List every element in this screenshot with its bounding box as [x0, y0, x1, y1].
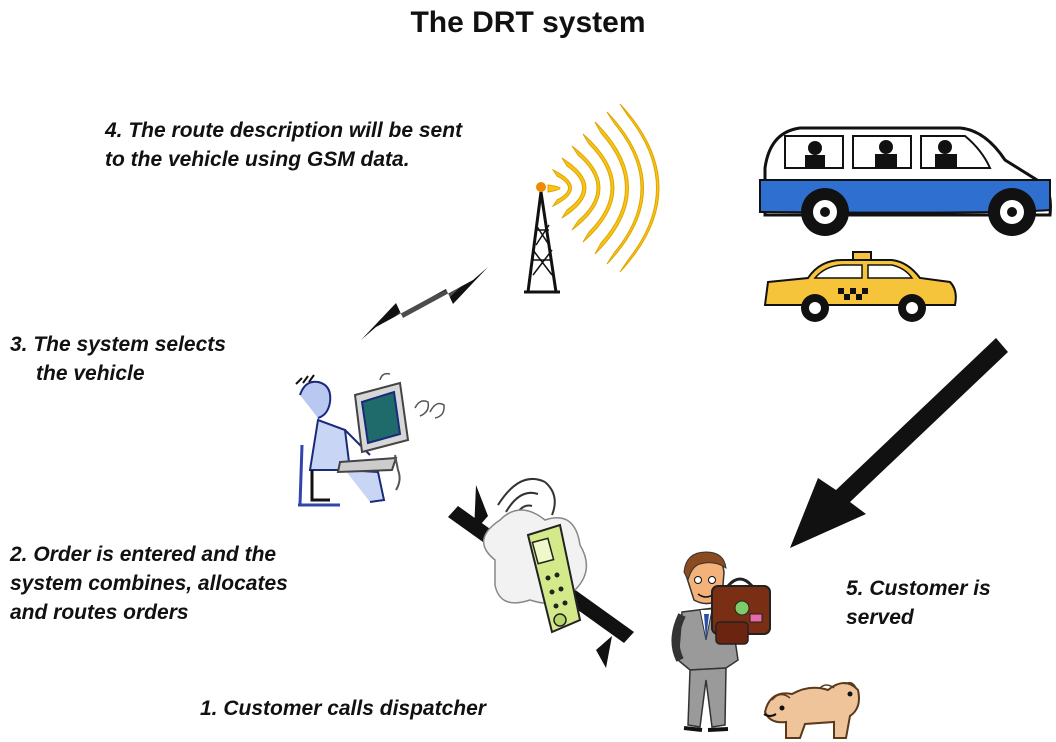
step-1-label: 1. Customer calls dispatcher — [200, 697, 486, 720]
step-3-label: 3. The system selects the vehicle — [10, 333, 226, 385]
diagram-title: The DRT system — [410, 6, 646, 39]
dispatcher-at-computer-icon — [295, 372, 445, 507]
taxi-icon — [763, 251, 957, 322]
step-5-label: 5. Customer is served — [846, 577, 991, 629]
tower-dispatcher-double-arrow — [361, 267, 488, 340]
customer-with-luggage-icon — [671, 551, 771, 732]
vehicle-to-customer-arrow — [790, 338, 1008, 548]
mobile-phone-icon — [448, 477, 634, 668]
dog-icon — [763, 681, 860, 739]
step-2-label: 2. Order is entered and the system combi… — [10, 543, 288, 624]
minibus-icon — [759, 126, 1052, 236]
gsm-tower-icon — [524, 103, 660, 294]
step-4-label: 4. The route description will be sent to… — [105, 119, 463, 171]
